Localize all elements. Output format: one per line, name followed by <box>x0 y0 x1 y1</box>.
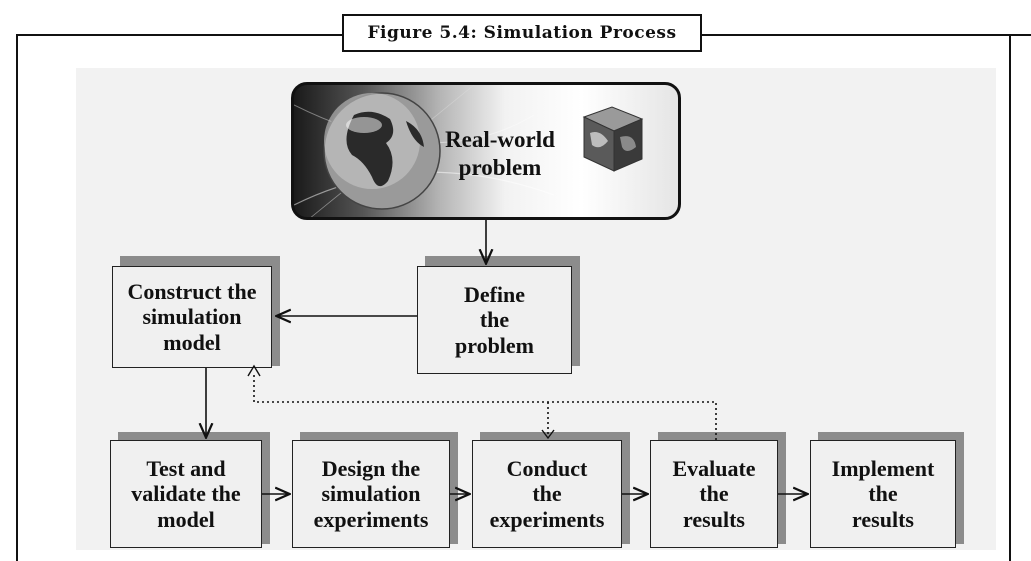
test-validate-box: Test and validate the model <box>110 440 262 548</box>
frame-left-line <box>16 34 18 561</box>
frame-top-left-line <box>16 34 342 36</box>
conduct-experiments-box: Conduct the experiments <box>472 440 622 548</box>
feedback-loop <box>253 372 717 440</box>
frame-top-right-line <box>702 34 1031 36</box>
globe-icon <box>323 92 441 210</box>
frame-right-line <box>1009 34 1011 561</box>
real-world-problem-node <box>291 82 681 220</box>
feedback-arrowhead-conduct <box>541 429 555 440</box>
define-problem-box: Define the problem <box>417 266 572 374</box>
construct-model-box: Construct the simulation model <box>112 266 272 368</box>
design-experiments-box: Design the simulation experiments <box>292 440 450 548</box>
banner-art <box>294 85 644 217</box>
real-world-problem-label: Real-world problem <box>445 127 555 180</box>
evaluate-results-box: Evaluate the results <box>650 440 778 548</box>
cube-icon <box>582 106 644 172</box>
implement-results-box: Implement the results <box>810 440 956 548</box>
feedback-arrowhead-construct <box>247 364 261 377</box>
figure-title: Figure 5.4: Simulation Process <box>342 14 702 52</box>
